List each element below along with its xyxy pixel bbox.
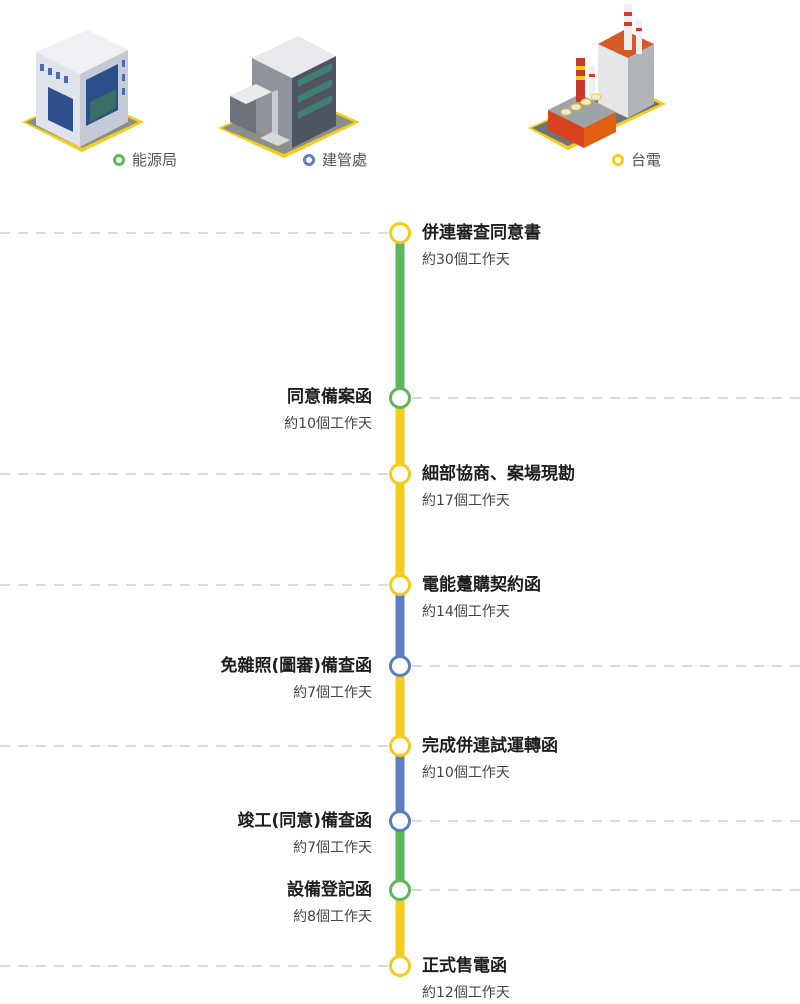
step-duration: 約14個工作天 [422,604,510,620]
step-6: 完成併連試運轉函 約10個工作天 [422,735,558,783]
step-duration: 約7個工作天 [293,840,372,856]
step-title: 同意備案函 [287,387,372,407]
timeline-node-icon [389,574,411,596]
step-9: 正式售電函 約12個工作天 [422,955,510,1003]
step-duration: 約30個工作天 [422,252,510,268]
power-plant-icon [528,4,666,150]
timeline-node-icon [389,463,411,485]
step-title: 電能躉購契約函 [422,575,541,595]
step-title: 免雜照(圖審)備查函 [220,656,372,676]
step-title: 設備登記函 [287,880,372,900]
step-title: 竣工(同意)備查函 [237,811,372,831]
step-title: 完成併連試運轉函 [422,736,558,756]
timeline-node-icon [389,222,411,244]
step-1: 併連審查同意書 約30個工作天 [422,222,541,270]
blue-ring-icon [303,153,315,166]
timeline-node-icon [389,735,411,757]
step-7: 竣工(同意)備查函 約7個工作天 [237,810,372,858]
timeline-node-icon [389,955,411,977]
step-5: 免雜照(圖審)備查函 約7個工作天 [220,655,372,703]
step-3: 細部協商、案場現勘 約17個工作天 [422,463,575,511]
step-duration: 約7個工作天 [293,685,372,701]
legend-energy-bureau: 能源局 [113,149,177,170]
step-8: 設備登記函 約8個工作天 [287,879,372,927]
timeline-node-icon [389,879,411,901]
step-title: 正式售電函 [422,956,507,976]
step-duration: 約17個工作天 [422,493,510,509]
step-duration: 約10個工作天 [284,416,372,432]
step-title: 細部協商、案場現勘 [422,464,575,484]
timeline-node-icon [389,655,411,677]
step-duration: 約8個工作天 [293,909,372,925]
step-title: 併連審查同意書 [422,223,541,243]
construction-office-building-icon [218,36,360,158]
timeline-node-icon [389,387,411,409]
energy-bureau-building-icon [22,30,144,152]
legend-construction-office: 建管處 [303,149,367,170]
green-ring-icon [113,153,125,166]
yellow-ring-icon [612,153,624,166]
timeline-node-icon [389,810,411,832]
legend-taipower: 台電 [612,149,661,170]
step-duration: 約10個工作天 [422,765,510,781]
step-duration: 約12個工作天 [422,985,510,1001]
step-2: 同意備案函 約10個工作天 [284,386,372,434]
step-4: 電能躉購契約函 約14個工作天 [422,574,541,622]
